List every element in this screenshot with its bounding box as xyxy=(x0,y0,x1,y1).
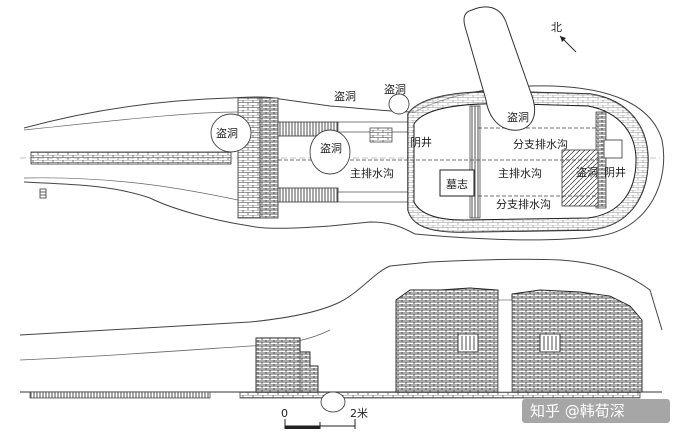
north-arrow xyxy=(559,35,577,53)
label-robber-hole-west: 盗洞 xyxy=(216,127,238,140)
corridor-wall-section xyxy=(255,337,319,393)
coffin-platform xyxy=(561,149,599,207)
niche-east xyxy=(539,333,561,353)
chamber-wall-east xyxy=(511,289,643,393)
section-ground-line xyxy=(19,258,663,336)
robber-tunnel xyxy=(463,6,535,131)
scale-end-label: 2米 xyxy=(350,407,368,420)
label-robber-hole-top-left: 盗洞 xyxy=(334,90,356,103)
label-robber-hole-east: 盗洞 xyxy=(576,166,598,179)
corridor-north-wall xyxy=(237,97,261,219)
label-branch-drain-north: 分支排水沟 xyxy=(513,137,568,151)
chamber-wall-west xyxy=(395,287,499,393)
ramp-drain-section xyxy=(29,391,211,399)
watermark-text: 知乎 @韩荀深 xyxy=(530,402,625,420)
label-main-drain-corridor: 主排水沟 xyxy=(350,166,394,180)
epitaph-stone xyxy=(439,169,475,197)
robber-hole-mid-outline xyxy=(309,129,351,175)
north-label: 北 xyxy=(551,21,562,34)
label-robber-hole-top-right: 盗洞 xyxy=(384,83,406,96)
robber-hole-west-outline xyxy=(210,113,252,153)
label-seepage-well-east: 阴井 xyxy=(604,165,626,179)
watermark: 知乎 @韩荀深 xyxy=(522,399,670,423)
niche-west xyxy=(457,333,479,353)
label-main-drain-chamber: 主排水沟 xyxy=(498,166,542,180)
label-epitaph: 墓志 xyxy=(446,178,468,191)
label-branch-drain-south: 分支排水沟 xyxy=(496,197,551,211)
label-robber-hole-chamber: 盗洞 xyxy=(507,111,529,124)
robber-hole-top-outline xyxy=(388,93,410,115)
scale-zero-label: 0 xyxy=(281,407,288,420)
scale-bar: 0 2米 xyxy=(281,407,368,429)
plan-view: 北 盗洞 盗洞 盗洞 盗洞 盗洞 盗洞 阴井 阴井 主排水沟 主排水沟 分支排水… xyxy=(20,6,665,241)
section-view xyxy=(19,258,663,413)
label-robber-hole-mid: 盗洞 xyxy=(320,142,342,155)
label-seepage-well-mid: 阴井 xyxy=(410,135,432,149)
artifact-symbol xyxy=(39,188,47,199)
